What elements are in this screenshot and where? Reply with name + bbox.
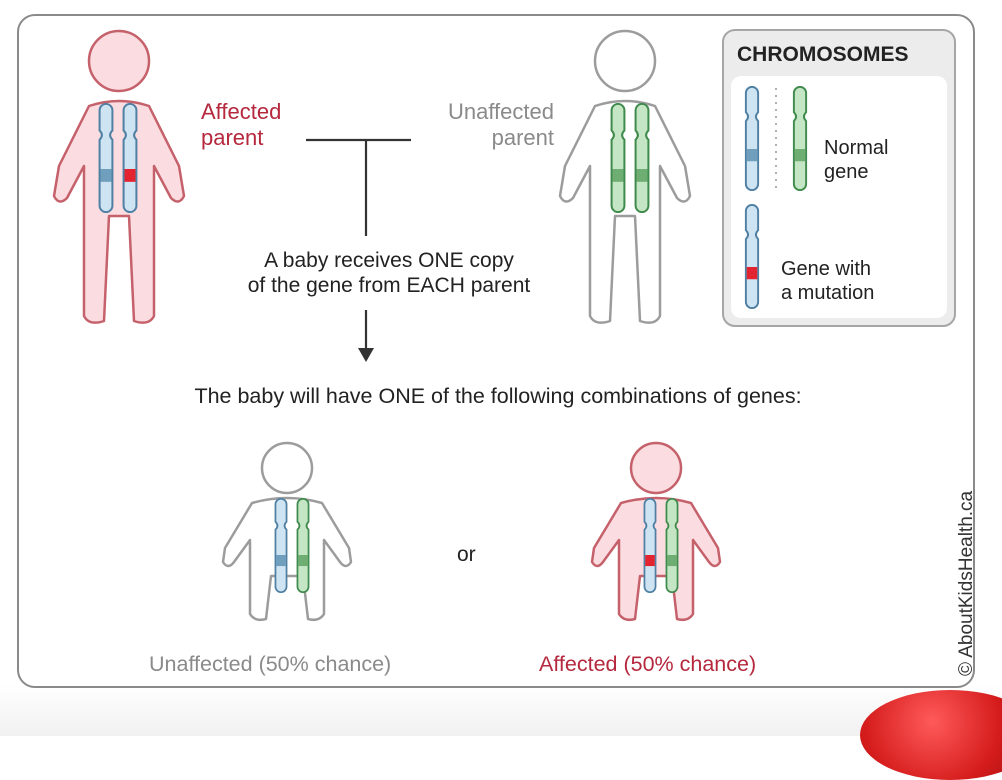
affected-parent-label: Affected parent xyxy=(201,99,282,150)
legend-normal-gene-label: Normal gene xyxy=(824,137,889,183)
affected-child-chromosome-mutated xyxy=(643,498,657,593)
unaffected-child-figure xyxy=(221,441,353,622)
unaffected-parent-body xyxy=(558,99,692,324)
affected-child-head xyxy=(629,441,683,495)
legend-mutation-label: Gene with a mutation xyxy=(781,258,875,304)
affected-child-figure xyxy=(590,441,722,622)
legend-blue-chromosome xyxy=(744,86,760,191)
affected-parent-chromosome-mutated xyxy=(122,103,138,213)
combinations-heading: The baby will have ONE of the following … xyxy=(194,384,802,408)
copyright-notice: © AboutKidsHealth.ca xyxy=(956,490,975,676)
unaffected-parent-figure xyxy=(558,29,692,324)
or-label: or xyxy=(457,543,476,566)
legend-green-chromosome xyxy=(792,86,808,191)
affected-outcome-label: Affected (50% chance) xyxy=(539,652,757,676)
unaffected-child-chromosome-green xyxy=(296,498,310,593)
bottom-shadow-decoration xyxy=(0,685,1002,736)
down-arrow-head xyxy=(358,348,374,362)
chromosome-legend xyxy=(722,29,956,327)
legend-title: CHROMOSOMES xyxy=(737,43,909,66)
unaffected-outcome-label: Unaffected (50% chance) xyxy=(149,652,392,676)
unaffected-child-chromosome-blue xyxy=(274,498,288,593)
inheritance-connector xyxy=(306,138,411,362)
affected-parent-body xyxy=(52,99,186,324)
unaffected-parent-label: Unaffected parent xyxy=(447,99,554,150)
affected-parent-figure xyxy=(52,29,186,324)
inheritance-note: A baby receives ONE copy of the gene fro… xyxy=(247,249,531,297)
affected-parent-head xyxy=(87,29,151,93)
affected-child-chromosome-green xyxy=(665,498,679,593)
unaffected-parent-chromosome-2 xyxy=(634,103,650,213)
legend-mutation-chromosome xyxy=(744,204,760,309)
diagram-panel: Affected parent Unaffected parent A baby… xyxy=(17,14,975,688)
diagram-canvas xyxy=(52,29,956,622)
affected-parent-chromosome-normal xyxy=(98,103,114,213)
unaffected-parent-head xyxy=(593,29,657,93)
unaffected-parent-chromosome-1 xyxy=(610,103,626,213)
unaffected-child-head xyxy=(260,441,314,495)
